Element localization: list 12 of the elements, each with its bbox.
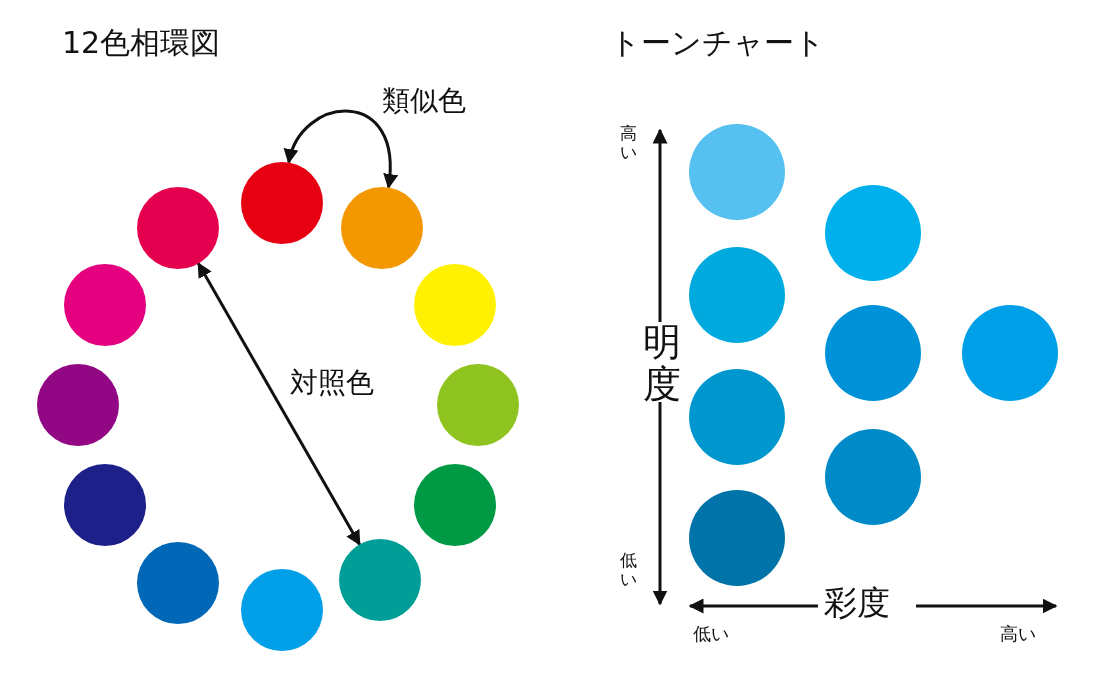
double-arrow	[285, 109, 397, 189]
axis-end-label: 高い	[620, 124, 637, 162]
axis-end-label: 高い	[1000, 624, 1036, 644]
axis-title: 彩度	[824, 585, 890, 622]
axis-end-label: 低い	[693, 624, 729, 644]
panel-title: トーンチャート	[610, 26, 825, 59]
axis-title: 明度	[643, 322, 681, 406]
edge-label: 類似色	[382, 86, 466, 117]
panel-title: 12色相環図	[62, 26, 221, 59]
axis-end-label: 低い	[620, 551, 637, 589]
edge-label: 対照色	[290, 368, 374, 399]
double-arrow	[197, 262, 361, 546]
